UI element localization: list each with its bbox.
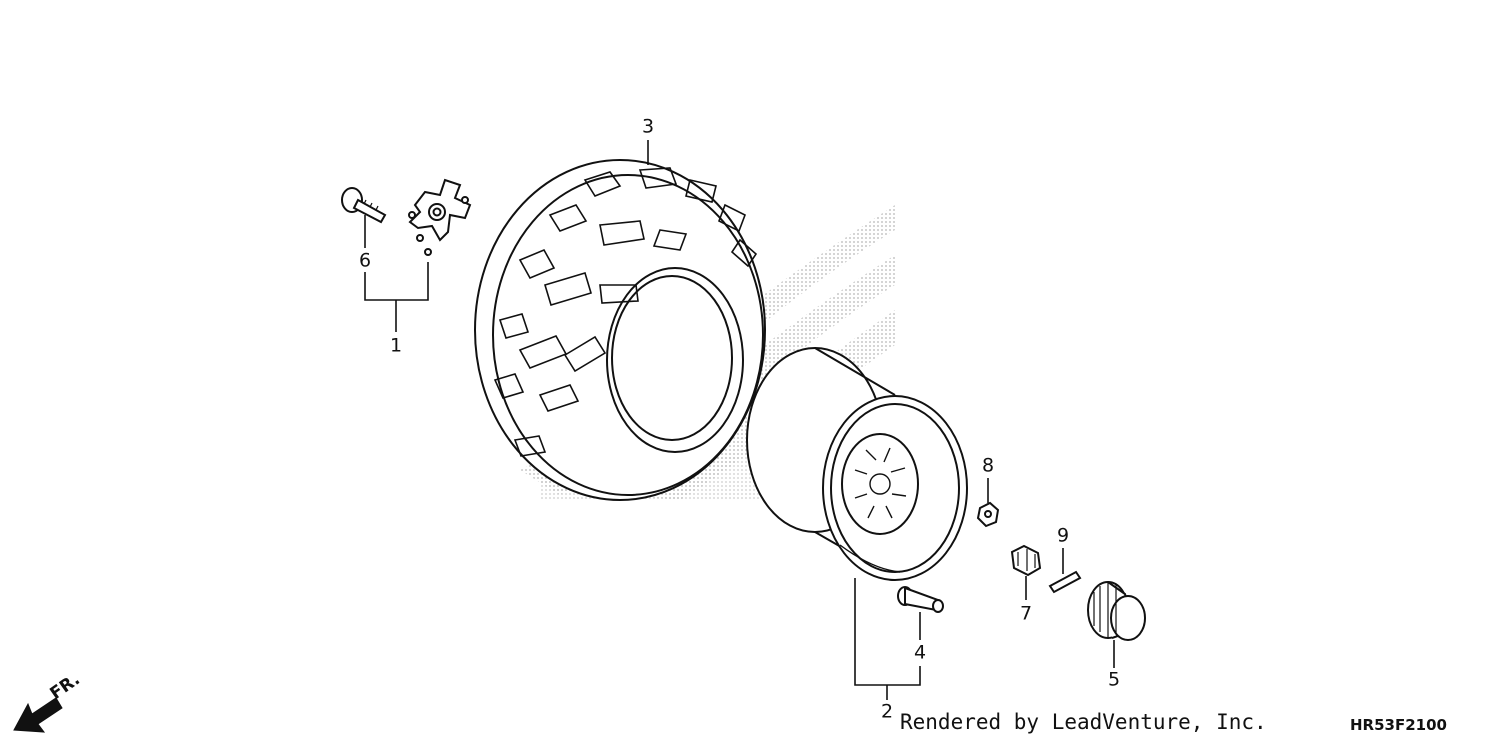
callout-1: 1: [389, 334, 403, 357]
tire-drawing: [474, 159, 766, 501]
callout-4: 4: [913, 641, 927, 664]
cotter-pin-drawing: [1048, 570, 1082, 594]
hub-drawing: [408, 178, 472, 256]
hub-bolt-drawing: [341, 187, 387, 224]
callout-5: 5: [1107, 668, 1121, 691]
valve-stem-drawing: [897, 586, 944, 613]
diagram-code: HR53F2100: [1350, 716, 1447, 734]
callout-7: 7: [1019, 602, 1033, 625]
callout-6: 6: [358, 249, 372, 272]
arrow-down-left-icon: [13, 697, 63, 733]
leader-lines: [364, 140, 1115, 700]
callout-9: 9: [1056, 524, 1070, 547]
callout-2: 2: [880, 700, 894, 723]
castle-nut-drawing: [1010, 544, 1042, 577]
rim-drawing: [746, 347, 968, 581]
render-credit: Rendered by LeadVenture, Inc.: [900, 710, 1267, 734]
hub-cap-drawing: [1087, 581, 1146, 641]
callout-8: 8: [981, 454, 995, 477]
wheel-nut-drawing: [976, 501, 1000, 528]
callout-3: 3: [641, 115, 655, 138]
